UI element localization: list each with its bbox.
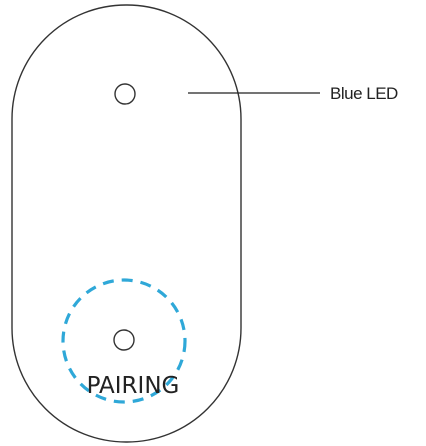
device-body-outline bbox=[11, 4, 242, 443]
blue-led-label: Blue LED bbox=[330, 84, 398, 103]
pairing-label: PAIRING bbox=[87, 373, 180, 399]
pairing-button bbox=[113, 329, 135, 351]
blue-led-indicator bbox=[114, 83, 136, 105]
pairing-highlight-ring bbox=[61, 278, 187, 404]
